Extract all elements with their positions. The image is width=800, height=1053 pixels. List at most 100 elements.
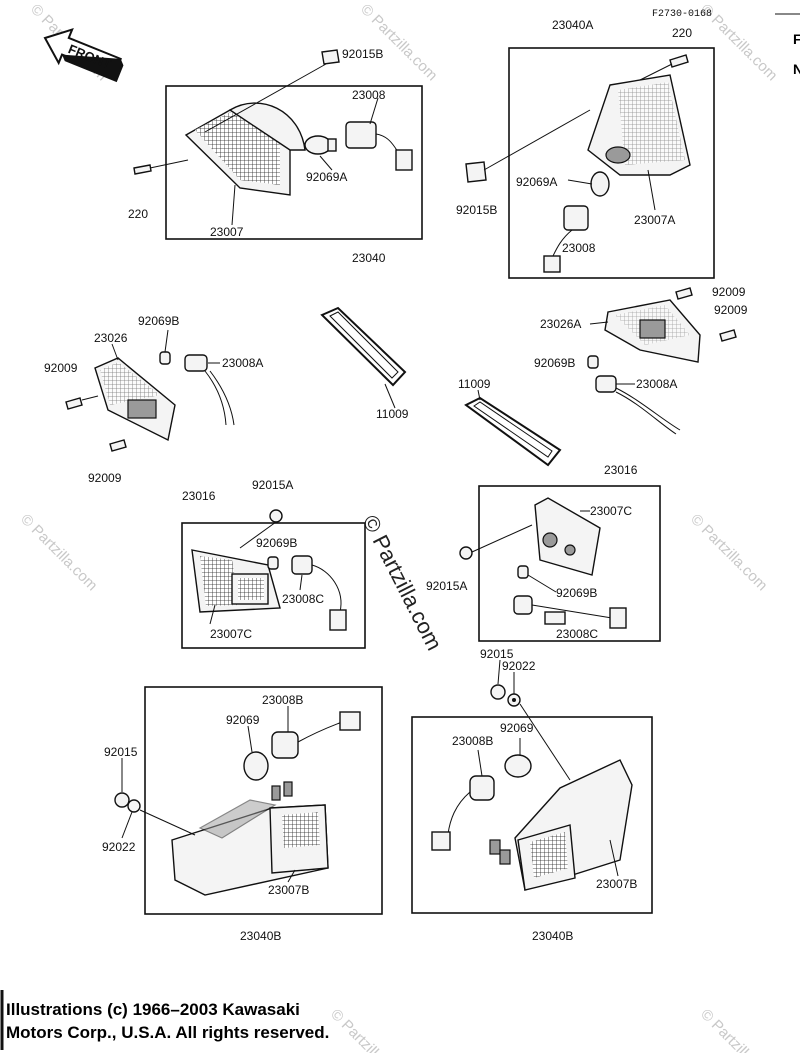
label-23007: 23007	[210, 225, 244, 239]
label-92022-left: 92022	[102, 840, 136, 854]
bulb-92069B-right	[587, 355, 599, 369]
bulb-92069B-box-right	[517, 565, 529, 579]
label-23008B-right: 23008B	[452, 734, 493, 748]
label-92069B: 92069B	[138, 314, 179, 328]
screw-220-right	[639, 54, 689, 81]
bulb-92069B-box-left	[267, 556, 279, 570]
label-92069B-right: 92069B	[534, 356, 575, 370]
watermark-text: © Partzilla.com	[357, 1, 440, 84]
bulb-92069A-right	[590, 171, 610, 197]
copyright-footer: Illustrations (c) 1966–2003 Kawasaki Mot…	[6, 998, 329, 1044]
label-92069B-box-right: 92069B	[556, 586, 597, 600]
side-letter: F	[793, 31, 800, 47]
watermark-text: © Partzilla.com	[327, 1006, 410, 1053]
nut-92015A-left	[239, 509, 283, 549]
label-23007B-right: 23007B	[596, 877, 637, 891]
label-23008A-right: 23008A	[636, 377, 677, 391]
label-23008B-left: 23008B	[262, 693, 303, 707]
watermark-text: © Partzilla.com	[687, 511, 770, 594]
socket-23008-right	[543, 205, 589, 273]
label-92009: 92009	[44, 361, 78, 375]
screw-220	[133, 159, 189, 175]
copyright-line-1: Illustrations (c) 1966–2003 Kawasaki	[6, 1000, 300, 1019]
label-23040B-right: 23040B	[532, 929, 573, 943]
label-92009-right: 92009	[714, 303, 748, 317]
label-92015B: 92015B	[342, 47, 383, 61]
nut-92015-left	[114, 792, 130, 808]
label-92015A-right: 92015A	[426, 579, 467, 593]
watermark-text: © Partzilla.com	[17, 511, 100, 594]
nut-92015A-right	[459, 524, 533, 560]
socket-23008	[345, 121, 413, 171]
assembly-box-23040B-left	[144, 686, 383, 915]
turn-signal-23007B-left	[171, 781, 329, 896]
label-23040: 23040	[352, 251, 386, 265]
marker-lens-23007C-right	[534, 497, 601, 576]
label-92015B-right: 92015B	[456, 203, 497, 217]
screws-92009-left	[65, 395, 127, 452]
label-92015A-left: 92015A	[252, 478, 293, 492]
assembly-box-23016-left	[181, 522, 366, 649]
label-23007C-left: 23007C	[210, 627, 252, 641]
socket-23008A-left	[184, 354, 235, 426]
label-23040A: 23040A	[552, 18, 593, 32]
label-23040B-left: 23040B	[240, 929, 281, 943]
marker-lens-23007C-left	[191, 549, 281, 613]
watermark-text: © Partzilla.com	[697, 1006, 780, 1053]
label-23008C-left: 23008C	[282, 592, 324, 606]
label-92069-right: 92069	[500, 721, 534, 735]
assembly-box-23016-right	[478, 485, 661, 642]
lamp-housing-23007	[184, 102, 306, 196]
label-23016-right: 23016	[604, 463, 638, 477]
part-labels: 92015B 23008 92069A 220 23007 23040 2304…	[44, 18, 748, 943]
label-92009-lower: 92009	[88, 471, 122, 485]
copyright-line-2: Motors Corp., U.S.A. All rights reserved…	[6, 1023, 330, 1042]
label-23007B-left: 23007B	[268, 883, 309, 897]
socket-23008B-right	[431, 775, 495, 851]
label-23007A: 23007A	[634, 213, 675, 227]
assembly-box-23040B-right	[411, 716, 653, 914]
label-92069-left: 92069	[226, 713, 260, 727]
bulb-92069A	[304, 135, 337, 155]
turn-signal-23007B-right	[489, 759, 633, 891]
label-92069A: 92069A	[306, 170, 347, 184]
label-23008: 23008	[352, 88, 386, 102]
label-23007C-right: 23007C	[590, 504, 632, 518]
washer-92022-left	[127, 799, 196, 836]
side-letters: F N	[793, 24, 800, 84]
label-220: 220	[128, 207, 148, 221]
assembly-box-23040A	[508, 47, 715, 279]
clip-92015B	[204, 49, 340, 133]
label-23008A: 23008A	[222, 356, 263, 370]
side-letter: N	[793, 61, 800, 77]
label-92069B-box-left: 92069B	[256, 536, 297, 550]
washer-92022-center	[507, 693, 521, 707]
reference-code: F2730-0168	[652, 9, 712, 20]
label-23008C-right: 23008C	[556, 627, 598, 641]
label-23016-left: 23016	[182, 489, 216, 503]
gasket-11009-upper	[320, 306, 407, 387]
label-220-right: 220	[672, 26, 692, 40]
socket-23008C-right	[513, 595, 627, 629]
label-11009-lower: 11009	[458, 377, 491, 391]
screws-92009-right	[675, 287, 737, 342]
gasket-11009-lower	[464, 396, 562, 467]
lamp-housing-23007A	[587, 74, 691, 176]
label-92069A-right: 92069A	[516, 175, 557, 189]
label-23026: 23026	[94, 331, 128, 345]
socket-23008B-left	[271, 711, 361, 759]
label-92009-right-top: 92009	[712, 285, 746, 299]
socket-23008C-left	[291, 555, 347, 631]
bulb-92069-left	[243, 751, 269, 781]
clip-92015B-right	[465, 109, 591, 183]
label-23026A: 23026A	[540, 317, 581, 331]
side-marker-23026A	[604, 299, 701, 363]
label-23008-right: 23008	[562, 241, 596, 255]
assembly-box-23040	[165, 85, 423, 240]
bulb-92069B-left	[159, 351, 171, 365]
label-92015-left: 92015	[104, 745, 138, 759]
socket-23008A-right	[595, 375, 681, 435]
label-92022-center: 92022	[502, 659, 536, 673]
side-marker-23026	[94, 357, 176, 442]
